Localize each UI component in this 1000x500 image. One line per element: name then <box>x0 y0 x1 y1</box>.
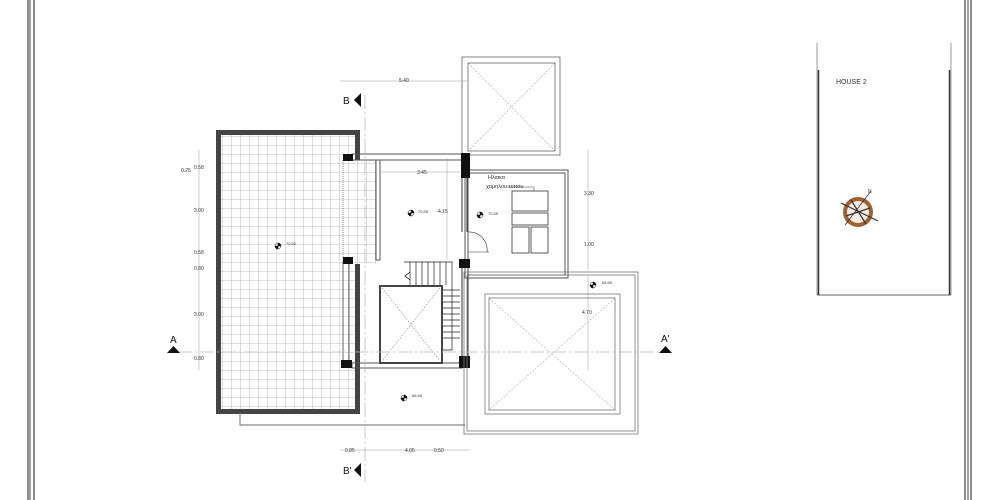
section-b-prime-label: B' <box>343 466 352 477</box>
dim-room-width: 3.45 <box>417 170 427 176</box>
section-a-label: A <box>170 335 177 346</box>
solar-panels <box>506 186 549 254</box>
room-label-line2: χαμηλου τυπου <box>486 184 523 190</box>
top-shaft <box>461 56 561 156</box>
dim-left-0-80-bottom: 0.80 <box>194 356 204 362</box>
level-bottom-yard: 66.65 <box>412 393 423 398</box>
dim-bottom-4-05: 4.05 <box>405 448 415 454</box>
dim-left-0-58-mid: 0.58 <box>194 250 204 256</box>
room-label-line1: Ηλιακα <box>488 175 506 181</box>
dim-left-3-00-top: 3.00 <box>194 208 204 214</box>
dim-room-depth: 4.15 <box>438 209 448 215</box>
dim-bottom-0-50: 0.50 <box>434 448 444 454</box>
tiled-terrace <box>216 130 376 414</box>
level-marker-icons <box>274 209 597 402</box>
level-side-room: 70.55 <box>488 211 499 216</box>
dim-left-0-58-top: 0.58 <box>194 165 204 171</box>
right-boundary <box>964 0 972 500</box>
level-right-terrace: 68.65 <box>602 280 613 285</box>
dim-left-3-00-bottom: 3.00 <box>194 312 204 318</box>
north-label: N <box>868 189 872 195</box>
right-terrace <box>463 271 639 435</box>
compass-icon <box>840 190 879 227</box>
dim-left-0-25: 0.25 <box>181 168 191 174</box>
dim-right-3-30: 3.30 <box>584 191 594 197</box>
left-boundary <box>27 0 35 500</box>
level-terrace: 70.52 <box>286 241 297 246</box>
section-lines <box>178 95 660 482</box>
dim-right-4-70: 4.70 <box>582 310 592 316</box>
wall-piers <box>341 153 470 368</box>
section-markers <box>167 93 672 477</box>
dimension-lines <box>198 80 589 451</box>
dimension-labels: 5.40 3.45 4.15 0.25 0.58 3.00 0.58 0.80 … <box>181 78 594 454</box>
outline-bottom <box>239 413 465 426</box>
dim-left-0-80-mid: 0.80 <box>194 266 204 272</box>
section-a-prime-label: A' <box>661 334 670 345</box>
house-2-outline <box>816 43 952 296</box>
stair-void <box>379 285 443 364</box>
house-2-label: HOUSE 2 <box>836 79 867 86</box>
section-b-label: B <box>343 96 350 107</box>
dim-bottom-0-85: 0.85 <box>345 448 355 454</box>
level-main-room: 70.55 <box>418 209 429 214</box>
dim-top-width: 5.40 <box>399 78 409 84</box>
walls <box>342 153 569 369</box>
dim-right-1-00: 1.00 <box>584 242 594 248</box>
